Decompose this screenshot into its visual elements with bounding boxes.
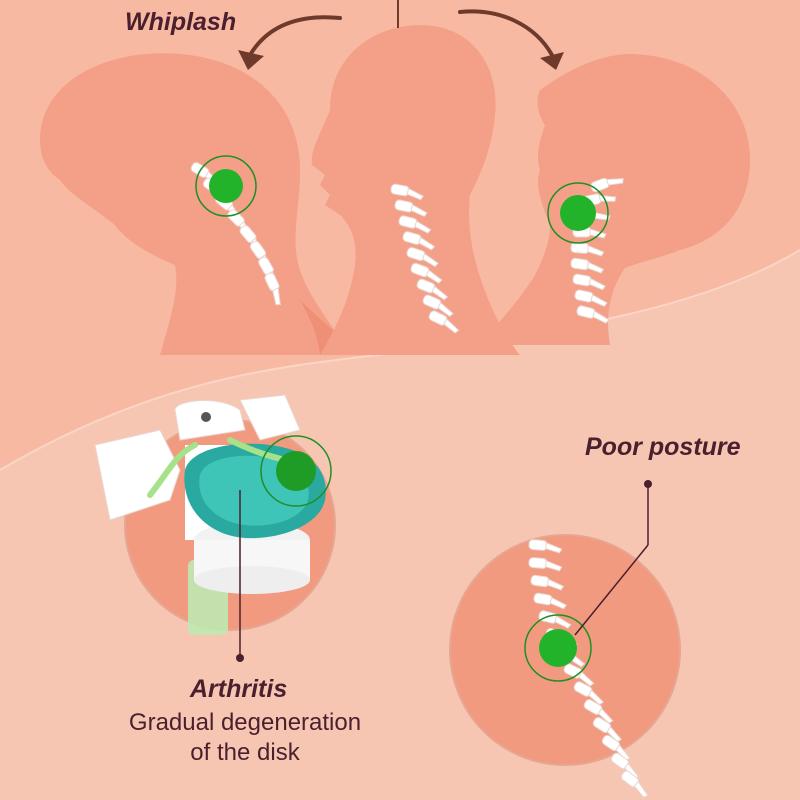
curved-arrow-right-icon bbox=[458, 9, 564, 70]
poor-posture-label: Poor posture bbox=[585, 433, 741, 461]
arthritis-description-line2: of the disk bbox=[190, 739, 300, 766]
arthritis-description-line1: Gradual degeneration bbox=[128, 709, 362, 736]
highlight-circle-icon bbox=[547, 182, 609, 244]
whiplash-label: Whiplash bbox=[125, 8, 237, 36]
arthritis-label: Arthritis bbox=[190, 675, 288, 703]
head-center-upright bbox=[311, 25, 520, 355]
highlight-circle-icon bbox=[195, 155, 257, 217]
curved-arrow-left-icon bbox=[238, 15, 342, 70]
poor-posture-spine-illustration bbox=[449, 480, 681, 800]
arthritis-disk-illustration bbox=[94, 394, 336, 662]
